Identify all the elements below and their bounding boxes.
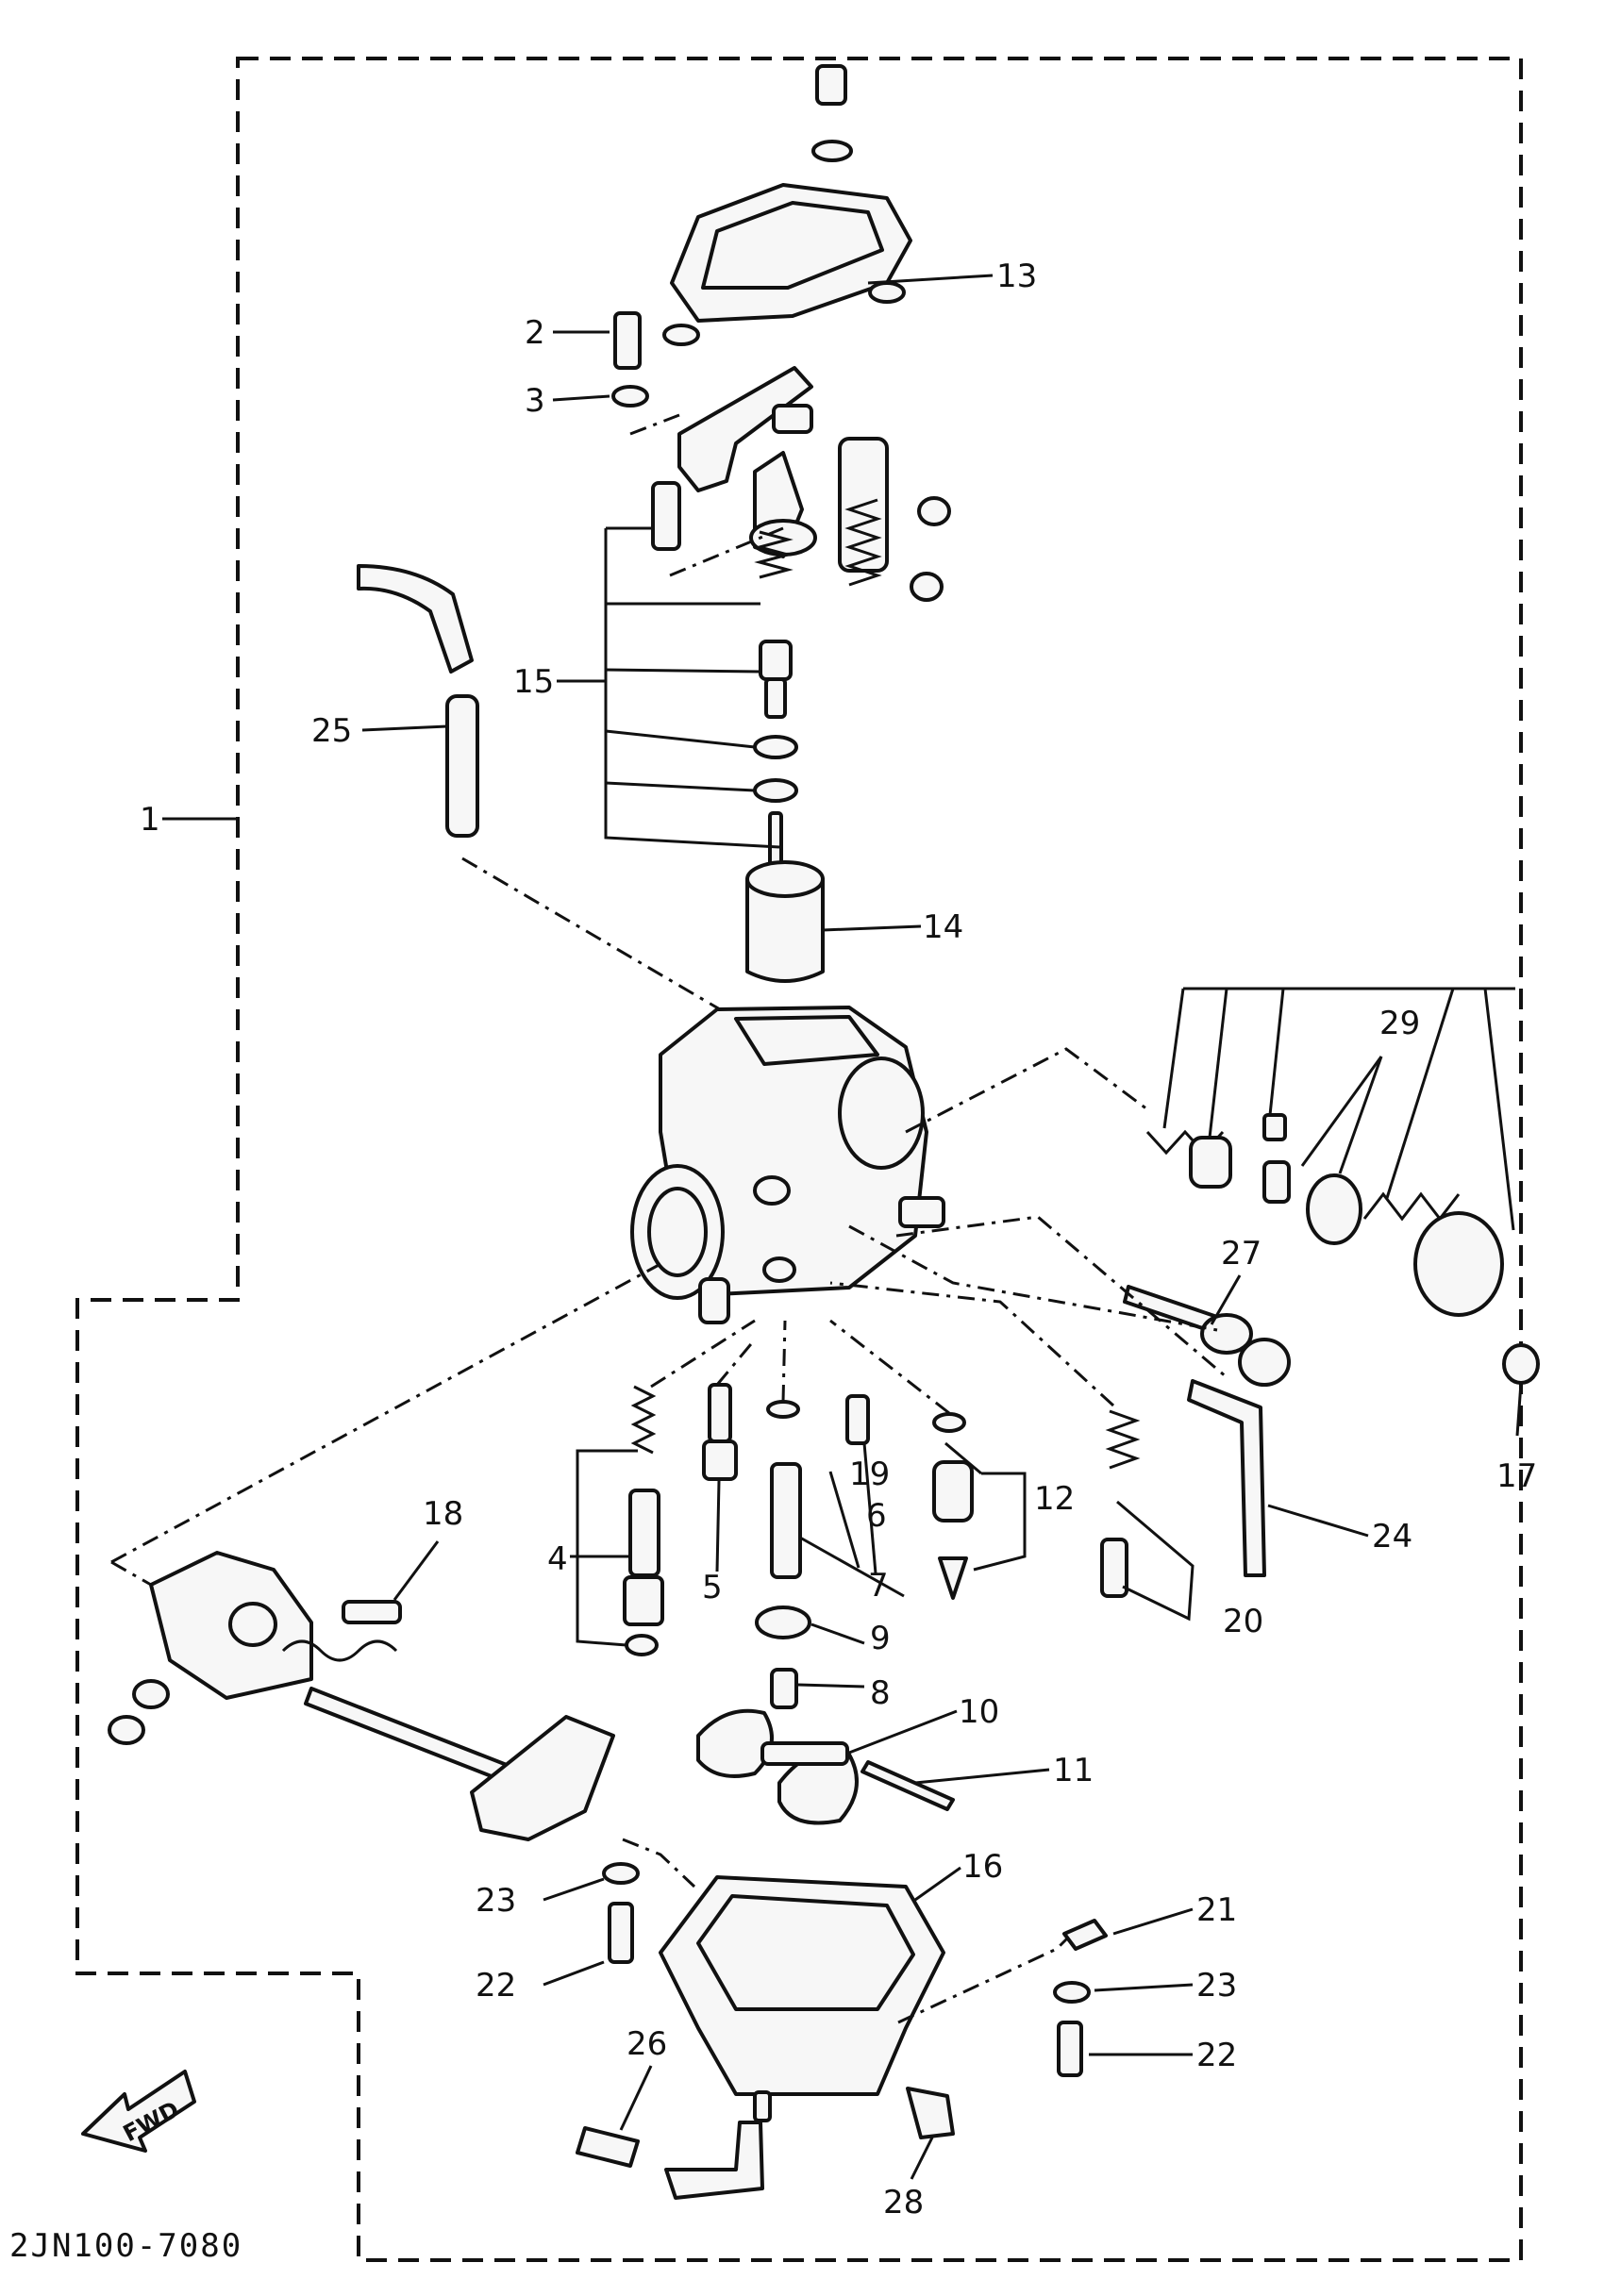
throttle-linkage: [677, 366, 951, 602]
clip-21: [1062, 1919, 1108, 1951]
washer-3: [611, 385, 649, 408]
drawing-code: 2JN100-7080: [9, 2227, 242, 2265]
washer-23-left: [602, 1862, 640, 1885]
callout-25: 25: [311, 712, 352, 750]
callout-4: 4: [547, 1540, 568, 1578]
callout-6: 6: [866, 1497, 887, 1535]
drain-screw-28: [906, 2087, 955, 2139]
pilot-screw-27: [1123, 1285, 1291, 1387]
vent-pipe-24: [1187, 1379, 1266, 1577]
callout-26: 26: [627, 2025, 667, 2063]
callout-23-left: 23: [476, 1882, 516, 1920]
callout-2: 2: [525, 314, 545, 352]
callout-18: 18: [423, 1495, 463, 1533]
starter-assembly-29: [1145, 1113, 1540, 1385]
screw-22-left: [608, 1902, 634, 1964]
callout-9: 9: [870, 1620, 891, 1657]
carburetor-body: [630, 1006, 945, 1324]
callout-21: 21: [1196, 1891, 1237, 1929]
top-cover-part: [662, 64, 912, 346]
washer-23-right: [1053, 1981, 1091, 2004]
jets-and-needles: [623, 1383, 1141, 1709]
callout-22-right: 22: [1196, 2037, 1237, 2074]
callout-22-left: 22: [476, 1967, 516, 2005]
callout-20: 20: [1223, 1603, 1263, 1640]
callout-5: 5: [702, 1569, 723, 1606]
drain-hose-26b: [664, 2121, 764, 2200]
screw-2: [613, 311, 642, 370]
callout-24: 24: [1372, 1518, 1412, 1556]
forward-arrow-icon: FWD: [81, 2070, 196, 2153]
callout-17: 17: [1496, 1457, 1537, 1495]
throttle-shaft-assembly: [108, 1551, 615, 1841]
callout-12: 12: [1034, 1480, 1075, 1518]
callout-16: 16: [962, 1848, 1003, 1886]
callout-7: 7: [868, 1567, 889, 1605]
callout-13: 13: [996, 258, 1037, 295]
callout-8: 8: [870, 1674, 891, 1712]
drain-hose-26a: [576, 2126, 640, 2168]
callout-28: 28: [883, 2184, 924, 2221]
needle-assembly-15: [651, 481, 798, 872]
throttle-valve-14: [745, 860, 825, 983]
callout-14: 14: [923, 908, 963, 946]
float-bowl-16: [659, 1875, 945, 2122]
screw-22-right: [1057, 2021, 1083, 2077]
callout-11: 11: [1053, 1752, 1094, 1789]
callout-15: 15: [513, 663, 554, 701]
callout-3: 3: [525, 382, 545, 420]
callout-23-right: 23: [1196, 1967, 1237, 2005]
callout-29: 29: [1379, 1005, 1420, 1042]
callout-27: 27: [1221, 1235, 1261, 1273]
callout-10: 10: [959, 1693, 999, 1731]
float-assembly-10: [696, 1708, 955, 1825]
callout-19: 19: [849, 1456, 890, 1493]
hose-25: [357, 564, 479, 838]
callout-1: 1: [140, 801, 160, 839]
